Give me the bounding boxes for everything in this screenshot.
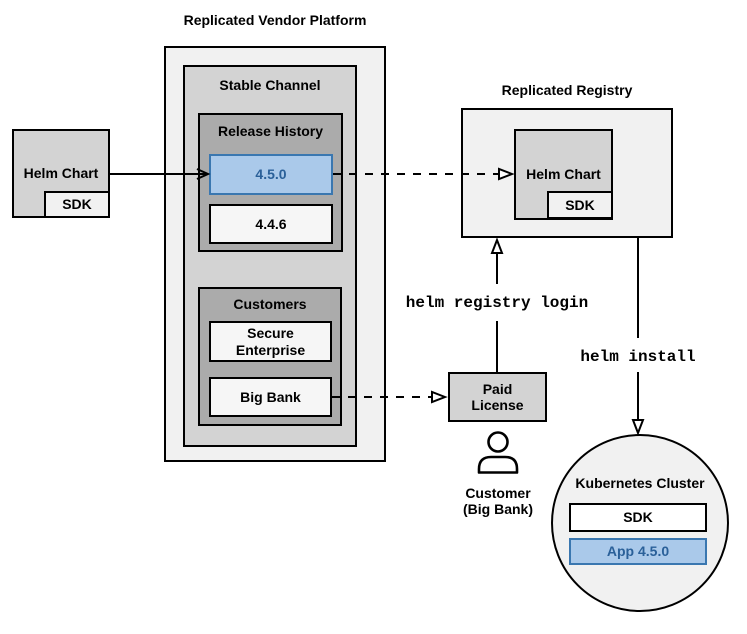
registry-sdk-label: SDK	[565, 196, 595, 213]
registry-title: Replicated Registry	[501, 82, 633, 98]
customer-item-secure-enterprise: Secure Enterprise	[209, 321, 332, 362]
customer-name: Customer	[465, 485, 531, 501]
source-sdk-label: SDK	[62, 196, 92, 213]
kubernetes-sdk-box: SDK	[569, 503, 707, 532]
customer-item-label: Secure Enterprise	[235, 325, 306, 358]
registry-sdk-box: SDK	[547, 191, 613, 219]
kubernetes-app-label: App 4.5.0	[606, 543, 670, 560]
customers-label: Customers	[233, 296, 307, 312]
release-version-label: 4.5.0	[255, 166, 287, 183]
arrow-registry-to-cluster	[631, 238, 645, 436]
helm-registry-login-command: helm registry login	[405, 294, 589, 312]
registry-helm-chart-label: Helm Chart	[526, 166, 601, 183]
kubernetes-app-box: App 4.5.0	[569, 538, 707, 565]
customer-caption: Customer (Big Bank)	[446, 485, 550, 517]
release-version-label: 4.4.6	[255, 215, 287, 232]
vendor-platform-title: Replicated Vendor Platform	[183, 12, 367, 28]
release-history-label: Release History	[217, 123, 324, 139]
kubernetes-cluster-title: Kubernetes Cluster	[575, 475, 705, 491]
customer-item-label: Big Bank	[240, 388, 301, 405]
stable-channel-label: Stable Channel	[219, 77, 321, 93]
release-item-450: 4.5.0	[209, 154, 333, 195]
paid-license-label: Paid License	[471, 380, 524, 413]
helm-install-command: helm install	[580, 348, 696, 366]
source-helm-chart-label: Helm Chart	[23, 165, 99, 182]
paid-license-box: Paid License	[448, 372, 547, 422]
kubernetes-sdk-label: SDK	[623, 509, 653, 526]
person-icon	[477, 431, 519, 474]
customer-detail: (Big Bank)	[463, 501, 533, 518]
customer-item-big-bank: Big Bank	[209, 377, 332, 417]
source-sdk-box: SDK	[44, 191, 110, 218]
release-item-446: 4.4.6	[209, 204, 333, 244]
